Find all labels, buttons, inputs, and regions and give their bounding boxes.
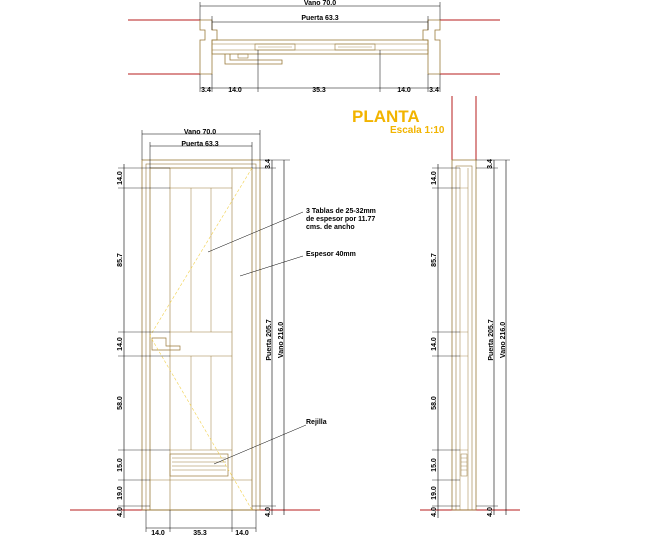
plan-dim-stile-left: 14.0: [228, 87, 242, 94]
side-dim-gap: 4.0: [431, 507, 438, 517]
note-espesor: Espesor 40mm: [306, 251, 356, 258]
side-dim-grille: 15.0: [431, 458, 438, 472]
side-section: 14.0 85.7 14.0 58.0 15.0 19.0 4.0 3.4 4.…: [420, 96, 520, 518]
front-elevation: Vano 70.0 Puerta 63.3 14.0 85.7 14.0 58.…: [70, 129, 376, 537]
front-dim-top-rail: 14.0: [117, 171, 124, 185]
front-puerta-height: Puerta 205.7: [266, 319, 273, 360]
plan-dim-center: 35.3: [312, 87, 326, 94]
drawing-title: PLANTA: [352, 107, 420, 126]
front-dim-bottom-gap: 4.0: [265, 507, 272, 517]
front-dim-top-gap: 3.4: [265, 159, 272, 169]
side-dim-bottom-gap: 4.0: [487, 507, 494, 517]
front-dim-upper-panel: 85.7: [117, 253, 124, 267]
front-dim-center: 35.3: [193, 530, 207, 537]
drawing-scale: Escala 1:10: [390, 125, 445, 136]
side-dim-top-rail: 14.0: [431, 171, 438, 185]
front-dim-mid-rail: 14.0: [117, 337, 124, 351]
note-tablas-line1: 3 Tablas de 25-32mm: [306, 208, 376, 215]
front-dim-lower-panel: 58.0: [117, 396, 124, 410]
side-puerta-height: Puerta 205.7: [488, 319, 495, 360]
plan-view: Vano 70.0 Puerta 63.3 3.4 14.0 35.3 14.0…: [128, 0, 500, 94]
plan-vano-label: Vano 70.0: [304, 0, 336, 7]
front-puerta-label: Puerta 63.3: [181, 141, 218, 148]
side-dim-bottom-rail: 19.0: [431, 486, 438, 500]
side-dim-top-gap: 3.4: [487, 159, 494, 169]
plan-puerta-label: Puerta 63.3: [301, 15, 338, 22]
note-tablas-line2: de espesor por 11.77: [306, 216, 375, 223]
plan-dim-stile-right: 14.0: [397, 87, 411, 94]
front-dim-stile-right: 14.0: [235, 530, 249, 537]
front-dim-bottom-rail: 19.0: [117, 486, 124, 500]
front-dim-grille: 15.0: [117, 458, 124, 472]
note-rejilla: Rejilla: [306, 419, 327, 426]
side-dim-mid-rail: 14.0: [431, 337, 438, 351]
front-vano-label: Vano 70.0: [184, 129, 216, 136]
side-dim-upper-panel: 85.7: [431, 253, 438, 267]
note-tablas-line3: cms. de ancho: [306, 224, 355, 231]
front-dim-stile-left: 14.0: [151, 530, 165, 537]
front-dim-gap: 4.0: [117, 507, 124, 517]
side-vano-height: Vano 216.0: [500, 322, 507, 358]
plan-dim-frame-left: 3.4: [201, 87, 211, 94]
front-vano-height: Vano 216.0: [278, 322, 285, 358]
side-dim-lower-panel: 58.0: [431, 396, 438, 410]
plan-dim-frame-right: 3.4: [429, 87, 439, 94]
